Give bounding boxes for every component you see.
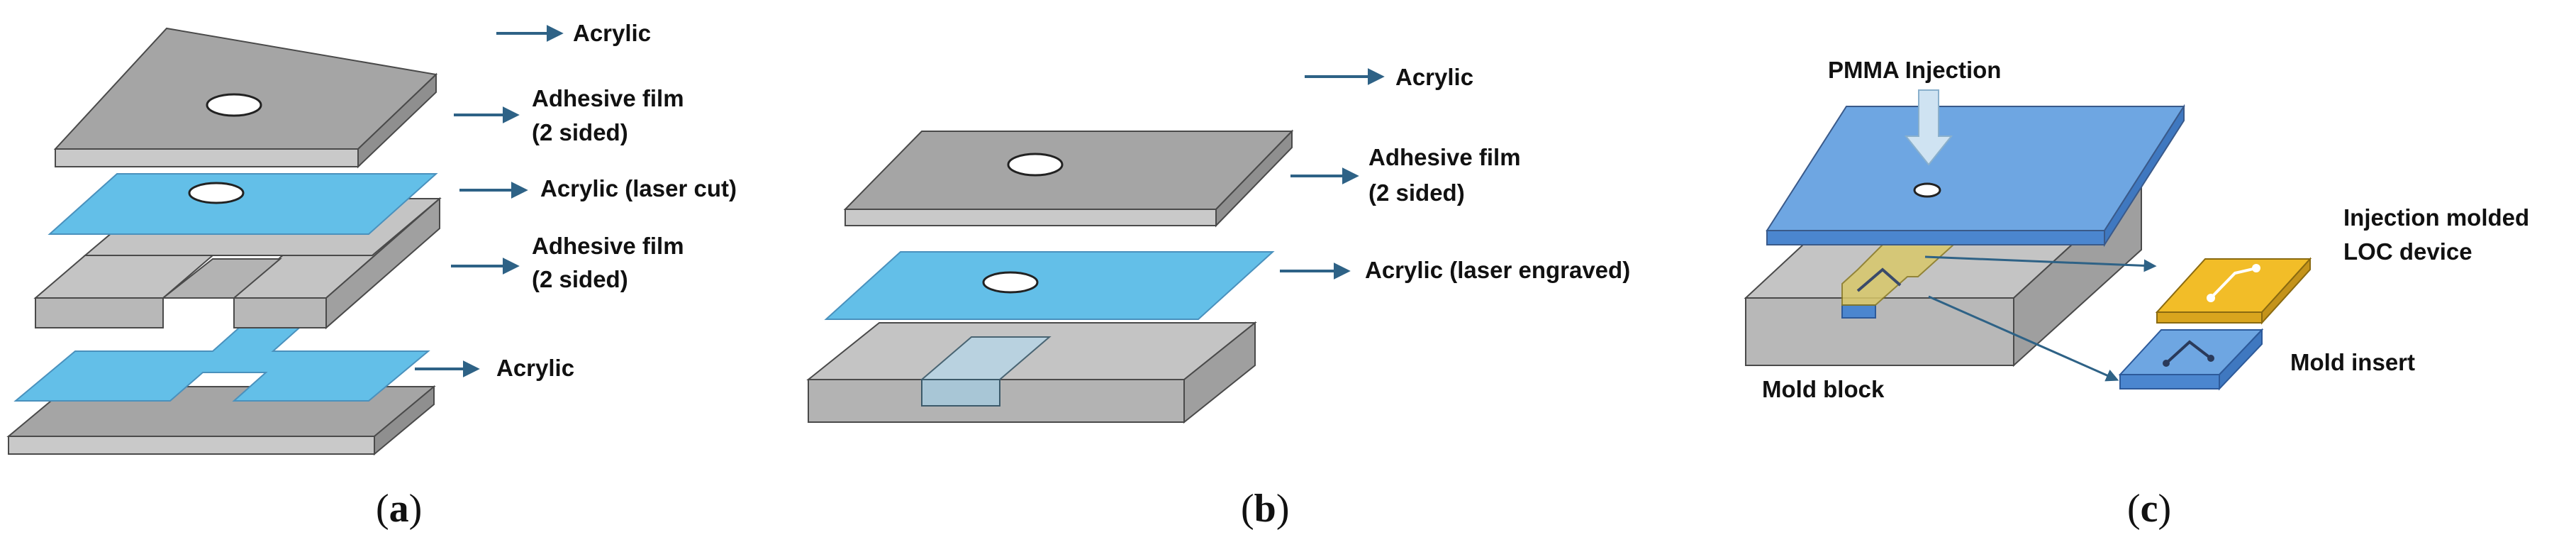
hole-film-b	[982, 271, 1039, 294]
injection-arrow-c	[1904, 89, 1953, 166]
label-loc-line1-c: Injection molded	[2343, 204, 2529, 231]
insert-channel-c	[2165, 340, 2212, 365]
hole-film-a	[188, 182, 245, 204]
adhesive-film-b	[824, 251, 1275, 320]
label-adhesive-line1-b: Adhesive film	[1368, 144, 1521, 170]
caption-a: (a)	[376, 487, 422, 531]
insert-post-1-c	[2163, 360, 2170, 367]
label-acrylic-top-a: Acrylic	[573, 20, 651, 46]
panel-b	[806, 129, 1294, 424]
mold-insert-c	[2118, 328, 2264, 391]
label-injection-c: PMMA Injection	[1828, 57, 2001, 83]
label-acrylic-engraved-b: Acrylic (laser engraved)	[1365, 257, 1630, 283]
label-adhesive-line2-b: (2 sided)	[1368, 179, 1465, 206]
adhesive-film-h-a	[13, 322, 430, 402]
label-adhesive-2-line1-a: Adhesive film	[532, 233, 684, 259]
panel-a	[6, 27, 442, 456]
loc-channel-c	[2209, 267, 2257, 299]
acrylic-top-layer-a	[53, 27, 438, 169]
acrylic-top-layer-b	[843, 129, 1294, 228]
loc-device-c	[2155, 257, 2312, 325]
hole-top-a	[206, 93, 262, 117]
loc-reservoir-2-c	[2252, 264, 2260, 272]
label-adhesive-2-line2-a: (2 sided)	[532, 266, 628, 292]
arrows-b	[1280, 68, 1385, 280]
caption-b: (b)	[1241, 487, 1289, 531]
panel-c	[1744, 89, 2312, 391]
engraved-channel-b	[920, 336, 1052, 407]
insert-post-2-c	[2207, 355, 2214, 362]
injection-port-c	[1913, 182, 1941, 198]
hole-top-b	[1007, 153, 1064, 177]
label-mold-insert-c: Mold insert	[2290, 349, 2415, 375]
arrows-a	[415, 25, 564, 377]
label-acrylic-laser-cut-a: Acrylic (laser cut)	[540, 175, 737, 201]
label-adhesive-1-line2-a: (2 sided)	[532, 119, 628, 145]
mold-insert-in-block-c	[1841, 304, 1876, 319]
label-mold-block-c: Mold block	[1762, 376, 1885, 402]
label-acrylic-top-b: Acrylic	[1395, 64, 1473, 90]
channel-in-block-c	[1856, 267, 1902, 292]
adhesive-film-upper-a	[48, 173, 438, 235]
arrows-c	[1924, 255, 2157, 382]
loc-reservoir-1-c	[2207, 294, 2215, 302]
injection-plate-c	[1766, 104, 2185, 248]
label-acrylic-bottom-a: Acrylic	[496, 355, 574, 381]
label-loc-line2-c: LOC device	[2343, 238, 2472, 265]
caption-c: (c)	[2127, 487, 2171, 531]
label-adhesive-1-line1-a: Adhesive film	[532, 85, 684, 111]
